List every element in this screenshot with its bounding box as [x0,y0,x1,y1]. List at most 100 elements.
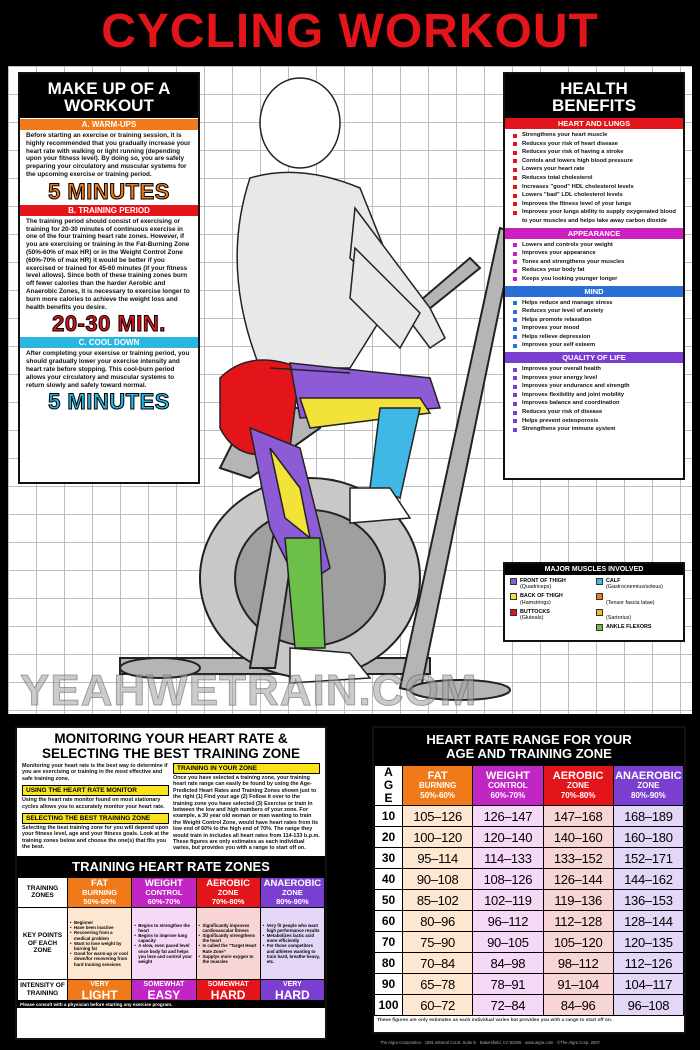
cyclist-illustration [119,77,517,701]
hrr-range-cell: 136–153 [612,889,684,911]
warmup-text: Before starting an exercise or training … [26,132,191,178]
watermark: YEAHWETRAIN.COM [19,666,478,716]
hrr-range-cell: 102–119 [472,889,544,911]
hrr-range-cell: 152–171 [612,847,684,869]
benefit-item: Reduces your risk of heart disease [513,140,679,149]
hrr-range-cell: 160–180 [612,826,684,848]
key-point: Recovering from a medical problem [70,930,129,940]
benefit-item: Lowers and controls your weight [513,241,679,250]
muscle-label: BACK OF THIGH(Hamstrings) [520,593,563,605]
muscle-sub: (Sartorius) [606,615,632,622]
benefit-item: Reduces your risk of disease [513,408,679,417]
benefit-item: Increases "good" HDL cholesterol levels [513,183,679,192]
using-monitor-label: USING THE HEART RATE MONITOR [22,785,169,797]
hrr-range-cell: 104–117 [612,973,684,995]
muscle-name: BUTTOCKS [520,608,550,615]
key-point: A slow, even paced level once body fat a… [134,943,193,964]
hrr-title-line2: AGE AND TRAINING ZONE [446,746,612,761]
muscle-swatch [510,593,517,601]
key-point: Have been inactive [70,925,129,930]
hrr-age-cell: 80 [374,952,403,974]
hrr-range-cell: 84–98 [472,952,544,974]
cooldown-time: 5 MINUTES [48,389,170,415]
benefit-item: Keeps you looking younger longer [513,275,679,284]
benefit-item: Strengthens your heart muscle [513,131,679,140]
makeup-title-line2: WORKOUT [64,96,154,115]
makeup-heading: MAKE UP OF A WORKOUT [20,74,198,118]
benefit-item: Improves your appearance [513,249,679,258]
hrr-range-cell: 112–128 [542,910,614,932]
health-title-line1: HEALTH [560,79,628,98]
key-point: For those competitors and athletes wanti… [263,943,322,964]
training-label: B. TRAINING PERIOD [20,204,198,216]
muscle-legend-item: (Tensor fascia latae) [596,593,678,606]
muscle-swatch [596,578,603,585]
key-point: Want to lose weight by burning fat [70,941,129,951]
benefit-item: Reduces your body fat [513,266,679,275]
muscle-name: BACK OF THIGH [520,593,563,600]
makeup-title-line1: MAKE UP OF A [47,79,171,98]
health-title-line2: BENEFITS [551,96,637,115]
hrr-range-cell: 96–108 [612,994,684,1016]
title-bar: CYCLING WORKOUT [0,0,700,62]
muscle-label: CALF(Gastrocnemius/soleus) [606,578,663,590]
warmup-label: A. WARM-UPS [20,119,198,130]
key-point: Begins to strengthen the heart [134,923,193,933]
key-points-fat: BeginnerHave been inactiveRecovering fro… [66,906,133,980]
health-section-label: HEART AND LUNGS [505,118,683,129]
benefit-item: Lowers "bad" LDL cholesterol levels [513,191,679,200]
hrr-range-cell: 128–144 [612,910,684,932]
hrr-range-cell: 168–189 [612,805,684,827]
hrr-range-cell: 140–160 [542,826,614,848]
hrr-range-cell: 120–135 [612,931,684,953]
hrr-range-cell: 70–84 [401,952,474,974]
key-point: Good for warm-up or cool down/for recove… [70,951,129,967]
hrr-range-cell: 85–102 [401,889,474,911]
muscle-sub: (Hamstrings) [520,599,551,606]
benefit-item: Improves your mood [513,324,679,333]
muscle-label: (Sartorius) [606,609,631,621]
hrr-range-cell: 120–140 [472,826,544,848]
benefit-item: Reduces your level of anxiety [513,307,679,316]
hrr-range-cell: 84–96 [542,994,614,1016]
muscle-label: FRONT OF THIGH(Quadriceps) [520,578,566,590]
benefit-item: Tones and strengthens your muscles [513,258,679,267]
muscle-legend-item: FRONT OF THIGH(Quadriceps) [510,578,592,590]
benefit-item: Helps prevent osteoporosis [513,417,679,426]
hrr-range-cell: 80–96 [401,910,474,932]
monitor-title: MONITORING YOUR HEART RATE & SELECTING T… [17,728,325,763]
in-zone-text: Once you have selected a training zone, … [173,775,320,852]
monitor-columns: Monitoring your heart rate is the best w… [17,763,325,852]
hrr-range-cell: 100–120 [401,826,474,848]
cooldown-label: C. COOL DOWN [20,337,198,349]
benefit-item: Helps promote relaxation [513,316,679,325]
health-heading: HEALTH BENEFITS [505,74,683,118]
hrr-range-cell: 65–78 [401,973,474,995]
muscle-swatch [596,608,603,616]
key-point: Supplys more oxygen to the muscles [198,954,258,964]
makeup-panel: MAKE UP OF A WORKOUT A. WARM-UPS Before … [18,72,200,484]
hrr-range-cell: 90–108 [401,868,474,890]
key-point: Very fit people who want high performanc… [263,923,322,933]
muscle-sub: (Gluteals) [520,615,544,622]
hrr-age-cell: 50 [374,889,403,911]
hrr-range-cell: 90–105 [472,931,544,953]
muscle-name: ANKLE FLEXORS [606,624,652,631]
cyclist-body [219,77,446,684]
key-points-anaerobic: Very fit people who want high performanc… [259,906,325,980]
using-monitor-text: Using the heart rate monitor found on mo… [22,797,165,810]
monitor-title-line1: MONITORING YOUR HEART RATE & [54,731,288,746]
monitor-intro: Monitoring your heart rate is the best w… [22,763,168,782]
key-point: Is called the "Target Heart Rate Zone" [198,943,258,953]
muscles-legend: MAJOR MUSCLES INVOLVED FRONT OF THIGH(Qu… [503,562,685,642]
muscle-label: BUTTOCKS(Gluteals) [520,609,550,621]
muscle-name: CALF [606,578,621,584]
health-section-label: MIND [505,285,683,297]
